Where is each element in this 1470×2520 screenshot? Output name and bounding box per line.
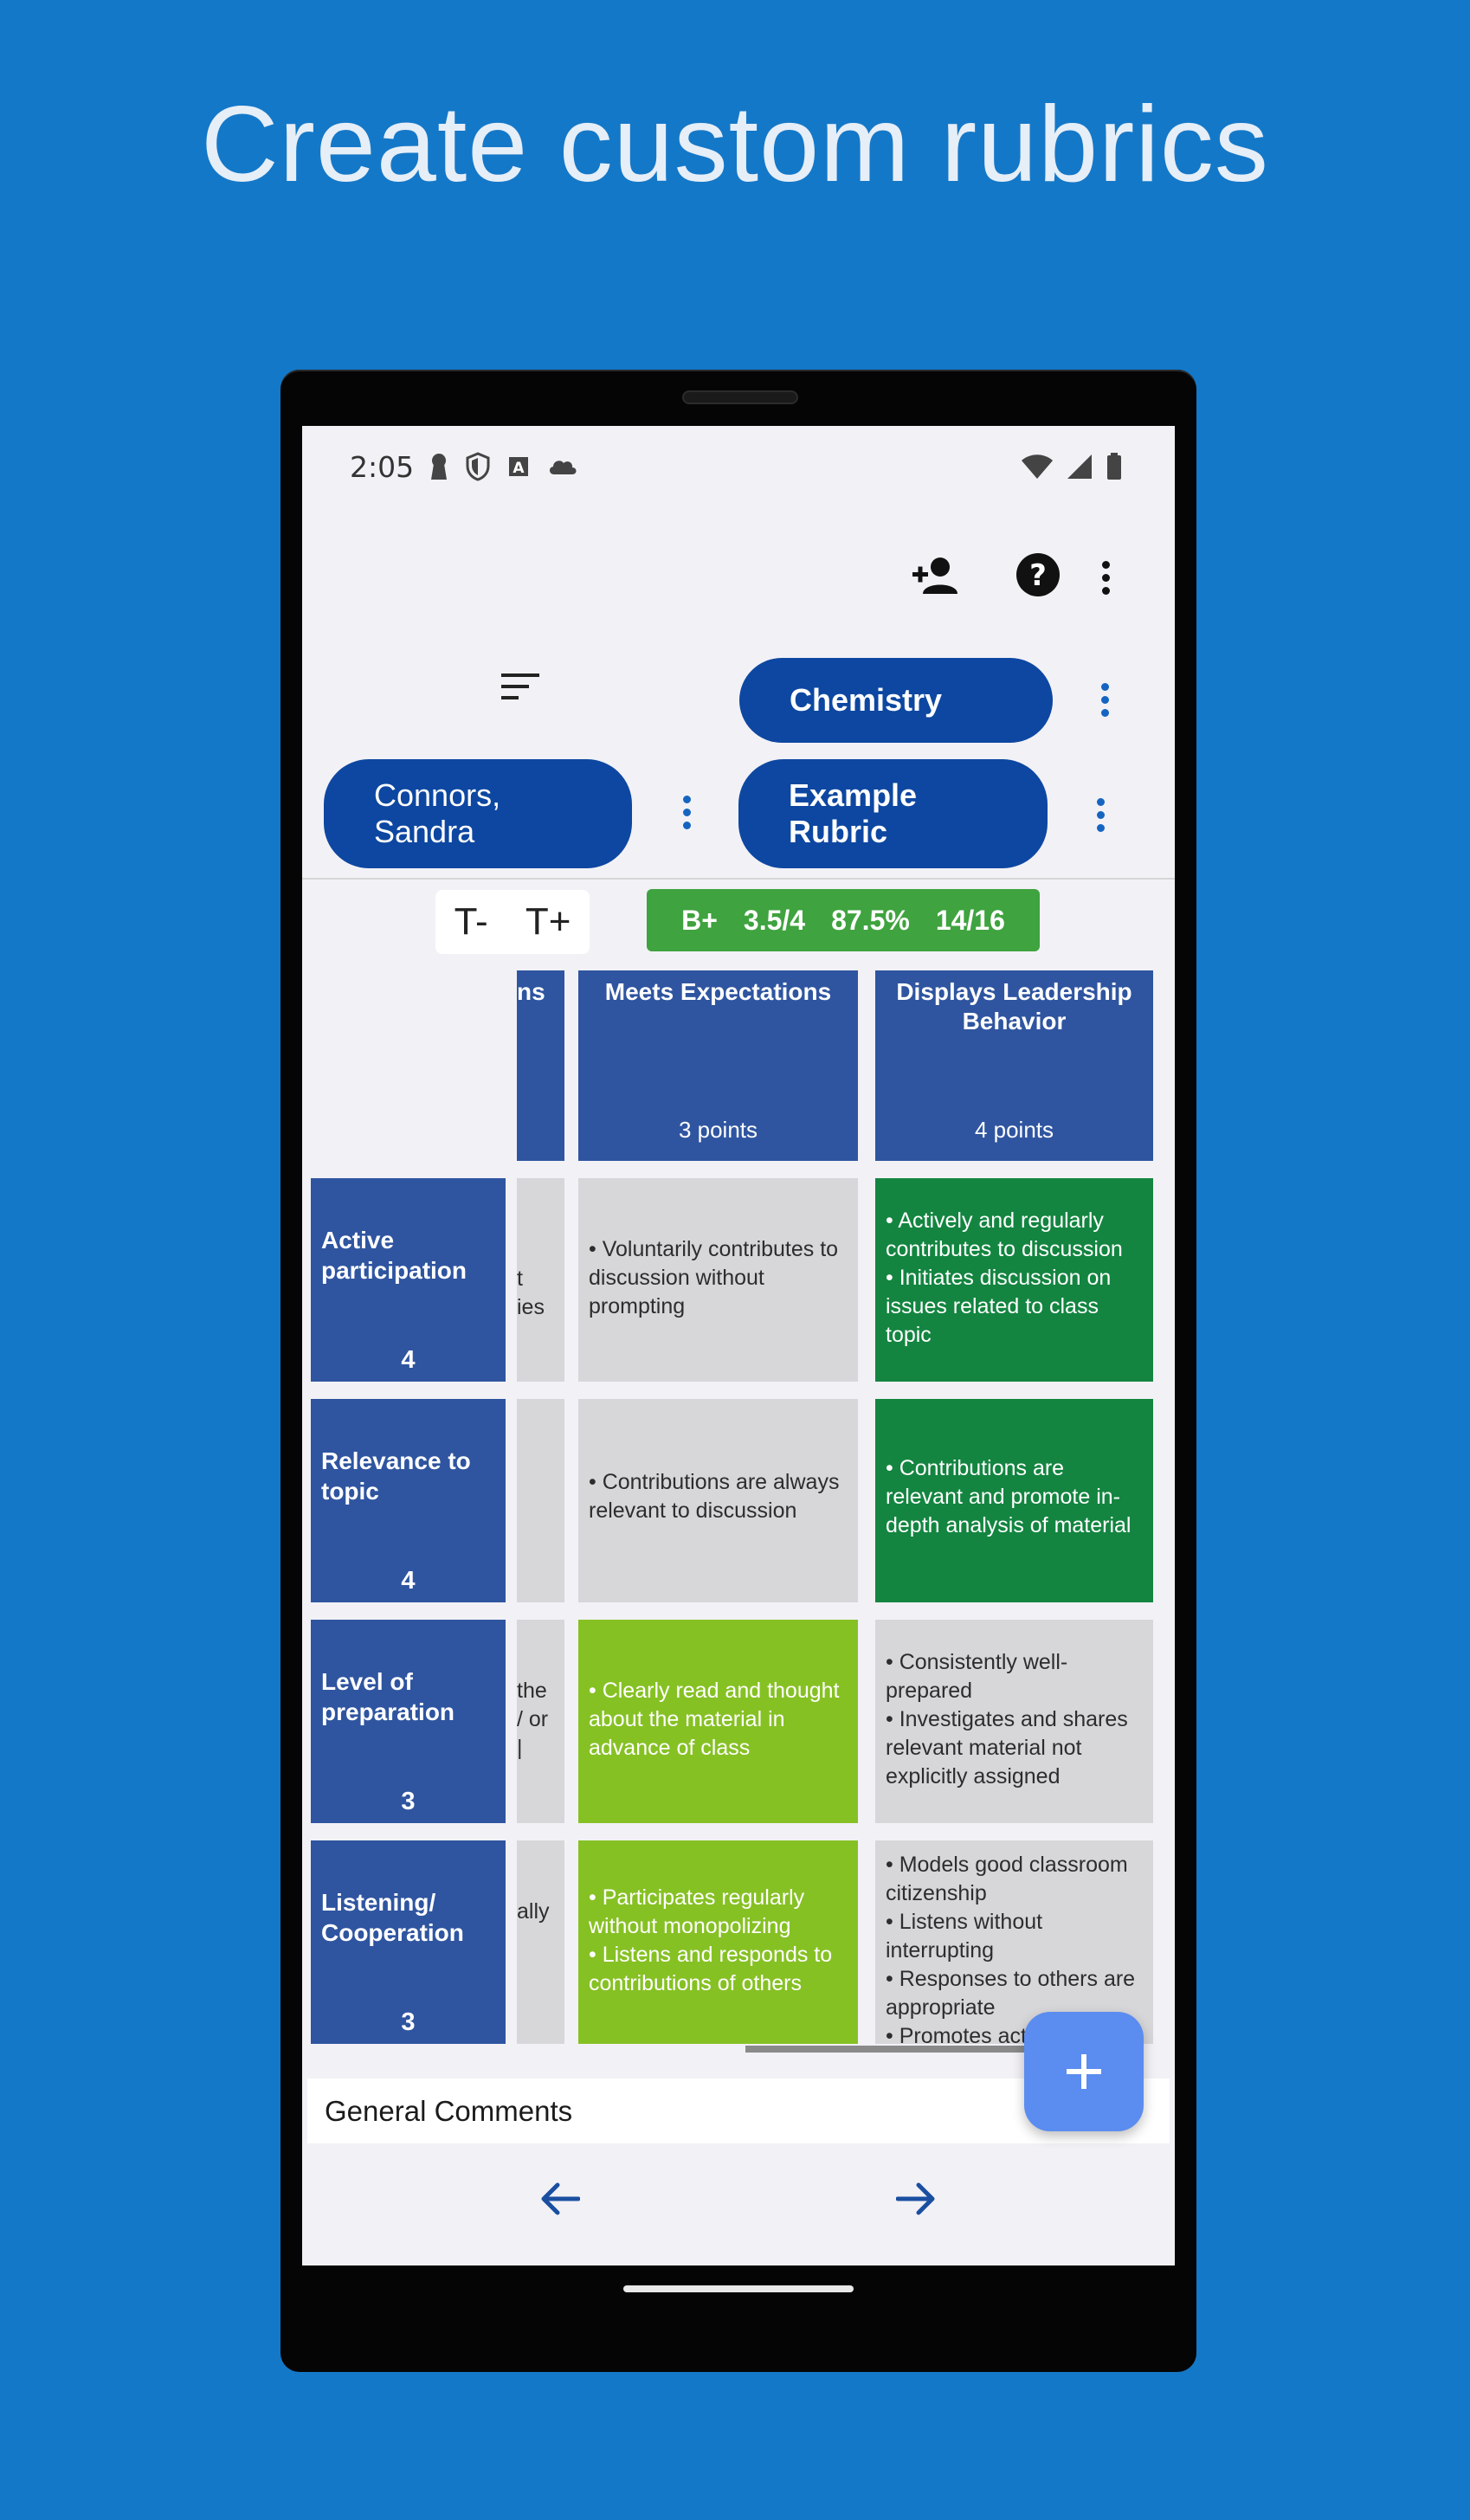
column-header-meets[interactable]: Meets Expectations 3 points	[578, 970, 858, 1161]
column-points: 3 points	[678, 1117, 758, 1143]
criterion-score: 3	[401, 1788, 416, 1815]
arrow-right-icon[interactable]	[896, 2182, 936, 2216]
rubric-cell[interactable]: • Voluntarily contributes to discussion …	[578, 1178, 858, 1382]
status-icons: A	[429, 452, 579, 481]
grade-summary: B+ 3.5/4 87.5% 14/16	[647, 889, 1040, 951]
partial-cell-text: t ies	[517, 1266, 545, 1319]
partial-cell-text: ally	[517, 1899, 550, 1924]
keyhole-icon	[431, 454, 447, 480]
add-button[interactable]	[1024, 2012, 1144, 2131]
class-selector[interactable]: Chemistry	[739, 658, 1053, 743]
partial-cell-text: the / or |	[517, 1679, 549, 1760]
criterion-title: Listening/ Cooperation	[321, 1889, 464, 1946]
home-indicator[interactable]	[623, 2285, 854, 2292]
rubric-cell-text: • Consistently well-prepared • Investiga…	[886, 1650, 1128, 1788]
column-title: Meets Expectations	[604, 978, 832, 1005]
criterion-relevance-to-topic[interactable]: Relevance to topic 4	[311, 1399, 506, 1602]
arrow-left-icon[interactable]	[540, 2182, 580, 2216]
rubric-cell-partial[interactable]: the / or |	[517, 1620, 564, 1823]
criterion-score: 4	[401, 1346, 416, 1374]
font-a-icon: A	[509, 457, 528, 477]
overflow-menu-icon[interactable]	[1100, 561, 1111, 595]
add-person-icon[interactable]	[911, 556, 963, 596]
horizontal-scrollbar[interactable]	[745, 2046, 1040, 2053]
grade-score: 14/16	[935, 904, 1005, 936]
rubric-cell[interactable]: • Models good classroom citizenship • Li…	[875, 1840, 1153, 2044]
phone-frame: 2:05 A ? Chemistry Connors, Sandra	[280, 370, 1196, 2372]
rubric-cell-selected[interactable]: • Contributions are relevant and promote…	[875, 1399, 1153, 1602]
class-menu-icon[interactable]	[1099, 683, 1110, 717]
rubric-cell-text: • Actively and regularly contributes to …	[886, 1208, 1123, 1347]
criterion-score: 4	[401, 1567, 416, 1595]
column-points: 4 points	[974, 1117, 1054, 1143]
rubric-cell-text: • Contributions are relevant and promote…	[886, 1456, 1132, 1537]
plus-icon	[1067, 2054, 1101, 2089]
rubric-cell-text: • Voluntarily contributes to discussion …	[589, 1237, 839, 1318]
toolbar-divider	[302, 878, 1175, 880]
student-menu-icon[interactable]	[681, 796, 692, 829]
cloud-icon	[549, 461, 577, 474]
speaker-grille	[682, 390, 798, 404]
rubric-cell-partial[interactable]: t ies	[517, 1178, 564, 1382]
rubric-cell-selected[interactable]: • Participates regularly without monopol…	[578, 1840, 858, 2044]
status-right-icons	[1021, 452, 1123, 481]
text-size-controls: T- T+	[435, 890, 590, 954]
sort-icon[interactable]	[500, 672, 541, 703]
rubric-cell-text: • Contributions are always relevant to d…	[589, 1470, 840, 1523]
signal-icon	[1067, 454, 1092, 479]
text-decrease-button[interactable]: T-	[454, 900, 488, 943]
rubric-cell-partial[interactable]: ally	[517, 1840, 564, 2044]
wifi-icon	[1022, 454, 1053, 479]
svg-text:A: A	[513, 460, 525, 477]
rubric-cell[interactable]: • Consistently well-prepared • Investiga…	[875, 1620, 1153, 1823]
criterion-title: Relevance to topic	[321, 1447, 471, 1505]
headline: Create custom rubrics	[201, 85, 1269, 204]
criterion-title: Level of preparation	[321, 1668, 455, 1725]
shield-icon	[466, 452, 490, 481]
help-icon[interactable]: ?	[1015, 552, 1061, 597]
rubric-cell[interactable]: • Contributions are always relevant to d…	[578, 1399, 858, 1602]
rubric-cell-selected[interactable]: • Actively and regularly contributes to …	[875, 1178, 1153, 1382]
column-header-leadership[interactable]: Displays Leadership Behavior 4 points	[875, 970, 1153, 1161]
rubric-cell-text: • Participates regularly without monopol…	[589, 1885, 833, 1995]
criterion-score: 3	[401, 2008, 416, 2036]
column-header-partial[interactable]: ns	[517, 970, 564, 1161]
criterion-level-of-preparation[interactable]: Level of preparation 3	[311, 1620, 506, 1823]
rubric-cell-partial[interactable]	[517, 1399, 564, 1602]
rubric-menu-icon[interactable]	[1095, 798, 1106, 832]
criterion-active-participation[interactable]: Active participation 4	[311, 1178, 506, 1382]
grade-percent: 87.5%	[831, 904, 910, 936]
column-header-partial-title: ns	[517, 978, 545, 1005]
grade-gpa: 3.5/4	[743, 904, 806, 936]
criterion-title: Active participation	[321, 1227, 467, 1284]
student-selector[interactable]: Connors, Sandra	[324, 759, 632, 868]
status-time: 2:05	[350, 450, 415, 484]
grade-letter: B+	[681, 904, 718, 936]
criterion-listening-cooperation[interactable]: Listening/ Cooperation 3	[311, 1840, 506, 2044]
rubric-cell-text: • Models good classroom citizenship • Li…	[886, 1853, 1136, 2044]
rubric-cell-text: • Clearly read and thought about the mat…	[589, 1679, 840, 1760]
svg-text:?: ?	[1029, 558, 1047, 593]
column-title: Displays Leadership Behavior	[896, 978, 1132, 1034]
rubric-selector[interactable]: Example Rubric	[738, 759, 1048, 868]
app-screen: 2:05 A ? Chemistry Connors, Sandra	[302, 426, 1175, 2265]
battery-icon	[1107, 453, 1121, 480]
text-increase-button[interactable]: T+	[525, 900, 571, 943]
rubric-cell-selected[interactable]: • Clearly read and thought about the mat…	[578, 1620, 858, 1823]
